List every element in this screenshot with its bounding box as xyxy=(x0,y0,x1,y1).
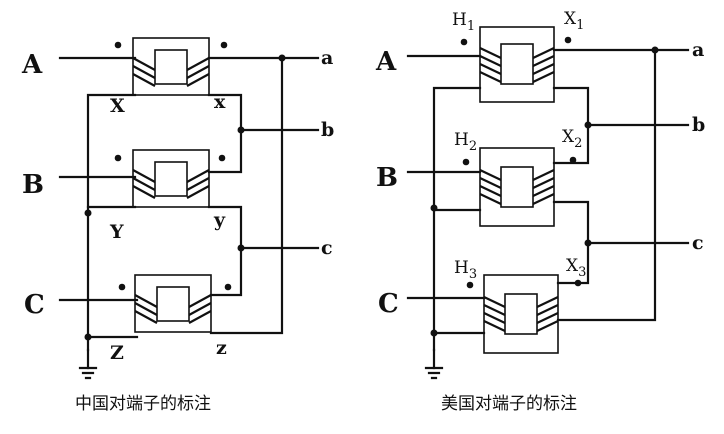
left-label-c: c xyxy=(321,237,333,259)
right-primary-wiring xyxy=(406,54,486,380)
left-caption: 中国对端子的标注 xyxy=(75,394,211,414)
right-caption: 美国对端子的标注 xyxy=(441,394,577,414)
left-secondary-wiring xyxy=(207,56,320,335)
right-label-a: a xyxy=(692,39,704,61)
left-label-C: C xyxy=(24,290,45,320)
left-label-a: a xyxy=(321,47,333,69)
left-label-Y: Y xyxy=(109,221,124,243)
left-label-z: z xyxy=(216,337,227,359)
right-mark-H1: H1 xyxy=(452,10,475,34)
left-label-A: A xyxy=(21,50,43,80)
right-transformer-2 xyxy=(479,147,555,227)
left-label-X: X xyxy=(110,95,125,117)
right-label-A: A xyxy=(375,47,397,77)
left-transformer-3 xyxy=(134,274,212,333)
right-mark-H3: H3 xyxy=(454,258,477,282)
left-transformer-1 xyxy=(132,37,210,96)
right-label-B: B xyxy=(376,163,398,193)
left-label-b: b xyxy=(321,119,334,141)
left-label-x: x xyxy=(214,91,226,113)
left-label-Z: Z xyxy=(110,342,124,364)
right-mark-X1: X1 xyxy=(564,9,584,33)
right-transformer-3 xyxy=(483,274,559,354)
left-label-y: y xyxy=(213,209,226,231)
right-secondary-wiring xyxy=(552,48,690,322)
left-primary-wiring xyxy=(58,56,139,380)
right-mark-X2: X2 xyxy=(562,127,582,151)
left-label-B: B xyxy=(22,170,44,200)
right-label-c: c xyxy=(692,232,704,254)
right-label-C: C xyxy=(378,289,399,319)
right-label-b: b xyxy=(692,114,705,136)
right-diagram: A B C a b c H1 H2 H3 X1 X2 X3 美国对端子的标注 xyxy=(375,9,705,414)
left-transformer-2 xyxy=(132,149,210,208)
right-transformer-1 xyxy=(479,26,555,103)
left-diagram: A B C a b c X Y Z x y z 中国对端子的标注 xyxy=(21,37,334,414)
right-mark-X3: X3 xyxy=(566,256,586,280)
right-mark-H2: H2 xyxy=(454,130,477,154)
